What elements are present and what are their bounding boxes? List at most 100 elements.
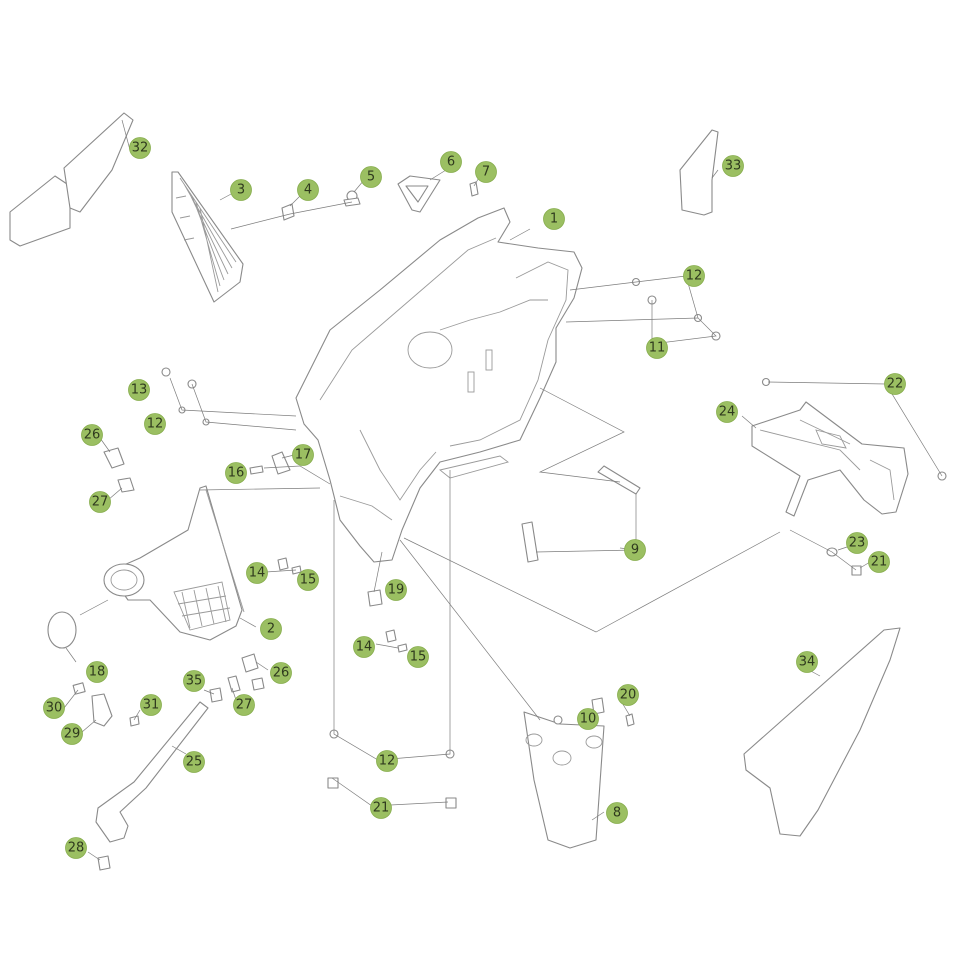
callout-18-marker bbox=[86, 661, 108, 683]
callout-10[interactable]: 10 bbox=[577, 708, 599, 730]
callout-25[interactable]: 25 bbox=[183, 751, 205, 773]
callout-24[interactable]: 24 bbox=[716, 401, 738, 423]
part-6-bracket bbox=[397, 175, 441, 213]
callout-19[interactable]: 19 bbox=[385, 579, 407, 601]
callout-17-marker bbox=[292, 444, 314, 466]
callout-30-label: 30 bbox=[46, 701, 63, 716]
callout-31-label: 31 bbox=[143, 698, 160, 713]
callout-26-upper[interactable]: 26 bbox=[81, 424, 103, 446]
callout-5-marker bbox=[360, 166, 382, 188]
callout-31-marker bbox=[140, 694, 162, 716]
callout-21-bottom-marker bbox=[370, 797, 392, 819]
part-25-hose bbox=[95, 701, 209, 843]
callout-9[interactable]: 9 bbox=[624, 539, 646, 561]
callout-2[interactable]: 2 bbox=[260, 618, 282, 640]
callout-10-marker bbox=[577, 708, 599, 730]
callout-12-bottom[interactable]: 12 bbox=[376, 750, 398, 772]
callout-32[interactable]: 32 bbox=[129, 137, 151, 159]
callout-12-left[interactable]: 12 bbox=[144, 413, 166, 435]
callout-35[interactable]: 35 bbox=[183, 670, 205, 692]
part-1-airbox bbox=[295, 207, 583, 563]
callout-2-label: 2 bbox=[267, 622, 275, 637]
callout-12-left-label: 12 bbox=[147, 417, 164, 432]
callout-4-marker bbox=[297, 179, 319, 201]
callout-23[interactable]: 23 bbox=[846, 532, 868, 554]
callout-16-label: 16 bbox=[228, 466, 245, 481]
part-20-screw bbox=[591, 697, 635, 727]
callout-4[interactable]: 4 bbox=[297, 179, 319, 201]
callout-35-label: 35 bbox=[186, 674, 203, 689]
callout-16[interactable]: 16 bbox=[225, 462, 247, 484]
part-5-bolt bbox=[343, 190, 361, 207]
callout-21-right[interactable]: 21 bbox=[868, 551, 890, 573]
part-8-mudguard bbox=[523, 711, 605, 849]
callout-3[interactable]: 3 bbox=[230, 179, 252, 201]
part-34-side-cover bbox=[743, 627, 901, 837]
callout-13[interactable]: 13 bbox=[128, 379, 150, 401]
callout-6[interactable]: 6 bbox=[440, 151, 462, 173]
part-19-grommet bbox=[367, 589, 383, 607]
callout-23-label: 23 bbox=[849, 536, 866, 551]
callout-33-marker bbox=[722, 155, 744, 177]
callout-15-lower[interactable]: 15 bbox=[407, 646, 429, 668]
part-2-intake-boot bbox=[103, 485, 245, 641]
callout-27-lower-marker bbox=[233, 694, 255, 716]
callout-25-marker bbox=[183, 751, 205, 773]
callout-33-label: 33 bbox=[725, 159, 742, 174]
callout-34-marker bbox=[796, 651, 818, 673]
callout-11-label: 11 bbox=[649, 341, 666, 356]
part-33-cover bbox=[679, 129, 719, 216]
callout-26-upper-label: 26 bbox=[84, 428, 101, 443]
callout-9-marker bbox=[624, 539, 646, 561]
callout-22[interactable]: 22 bbox=[884, 373, 906, 395]
part-30-nut bbox=[72, 682, 86, 695]
callout-27-upper[interactable]: 27 bbox=[89, 491, 111, 513]
callout-20-marker bbox=[617, 684, 639, 706]
callout-13-label: 13 bbox=[131, 383, 148, 398]
callout-32-label: 32 bbox=[132, 141, 149, 156]
callout-22-label: 22 bbox=[887, 377, 904, 392]
callout-21-bottom[interactable]: 21 bbox=[370, 797, 392, 819]
callout-27-lower[interactable]: 27 bbox=[233, 694, 255, 716]
callout-12-bottom-marker bbox=[376, 750, 398, 772]
callout-3-marker bbox=[230, 179, 252, 201]
callout-34[interactable]: 34 bbox=[796, 651, 818, 673]
callout-5[interactable]: 5 bbox=[360, 166, 382, 188]
callout-14-lower[interactable]: 14 bbox=[353, 636, 375, 658]
callout-17[interactable]: 17 bbox=[292, 444, 314, 466]
callout-8[interactable]: 8 bbox=[606, 802, 628, 824]
callout-1-label: 1 bbox=[550, 212, 558, 227]
callout-22-marker bbox=[884, 373, 906, 395]
callout-26-lower-label: 26 bbox=[273, 666, 290, 681]
callout-33[interactable]: 33 bbox=[722, 155, 744, 177]
callout-30[interactable]: 30 bbox=[43, 697, 65, 719]
callout-14-upper[interactable]: 14 bbox=[246, 562, 268, 584]
callout-1[interactable]: 1 bbox=[543, 208, 565, 230]
callout-18[interactable]: 18 bbox=[86, 661, 108, 683]
callout-7[interactable]: 7 bbox=[475, 161, 497, 183]
callout-8-marker bbox=[606, 802, 628, 824]
callout-19-label: 19 bbox=[388, 583, 405, 598]
callout-20-label: 20 bbox=[620, 688, 637, 703]
callout-26-lower[interactable]: 26 bbox=[270, 662, 292, 684]
callout-12-right[interactable]: 12 bbox=[683, 265, 705, 287]
part-26-elbow-upper bbox=[103, 447, 125, 469]
callout-11[interactable]: 11 bbox=[646, 337, 668, 359]
callout-4-label: 4 bbox=[304, 183, 312, 198]
callout-20[interactable]: 20 bbox=[617, 684, 639, 706]
callout-24-marker bbox=[716, 401, 738, 423]
part-14-clip-lower bbox=[385, 629, 397, 643]
callout-6-label: 6 bbox=[447, 155, 455, 170]
callout-31[interactable]: 31 bbox=[140, 694, 162, 716]
callout-15-upper[interactable]: 15 bbox=[297, 569, 319, 591]
part-31-screw bbox=[129, 715, 140, 727]
callout-12-left-marker bbox=[144, 413, 166, 435]
callout-29[interactable]: 29 bbox=[61, 723, 83, 745]
callout-8-label: 8 bbox=[613, 806, 621, 821]
callout-28[interactable]: 28 bbox=[65, 837, 87, 859]
callout-29-marker bbox=[61, 723, 83, 745]
callout-16-marker bbox=[225, 462, 247, 484]
part-29-bracket bbox=[91, 693, 113, 727]
callout-12-bottom-label: 12 bbox=[379, 754, 396, 769]
